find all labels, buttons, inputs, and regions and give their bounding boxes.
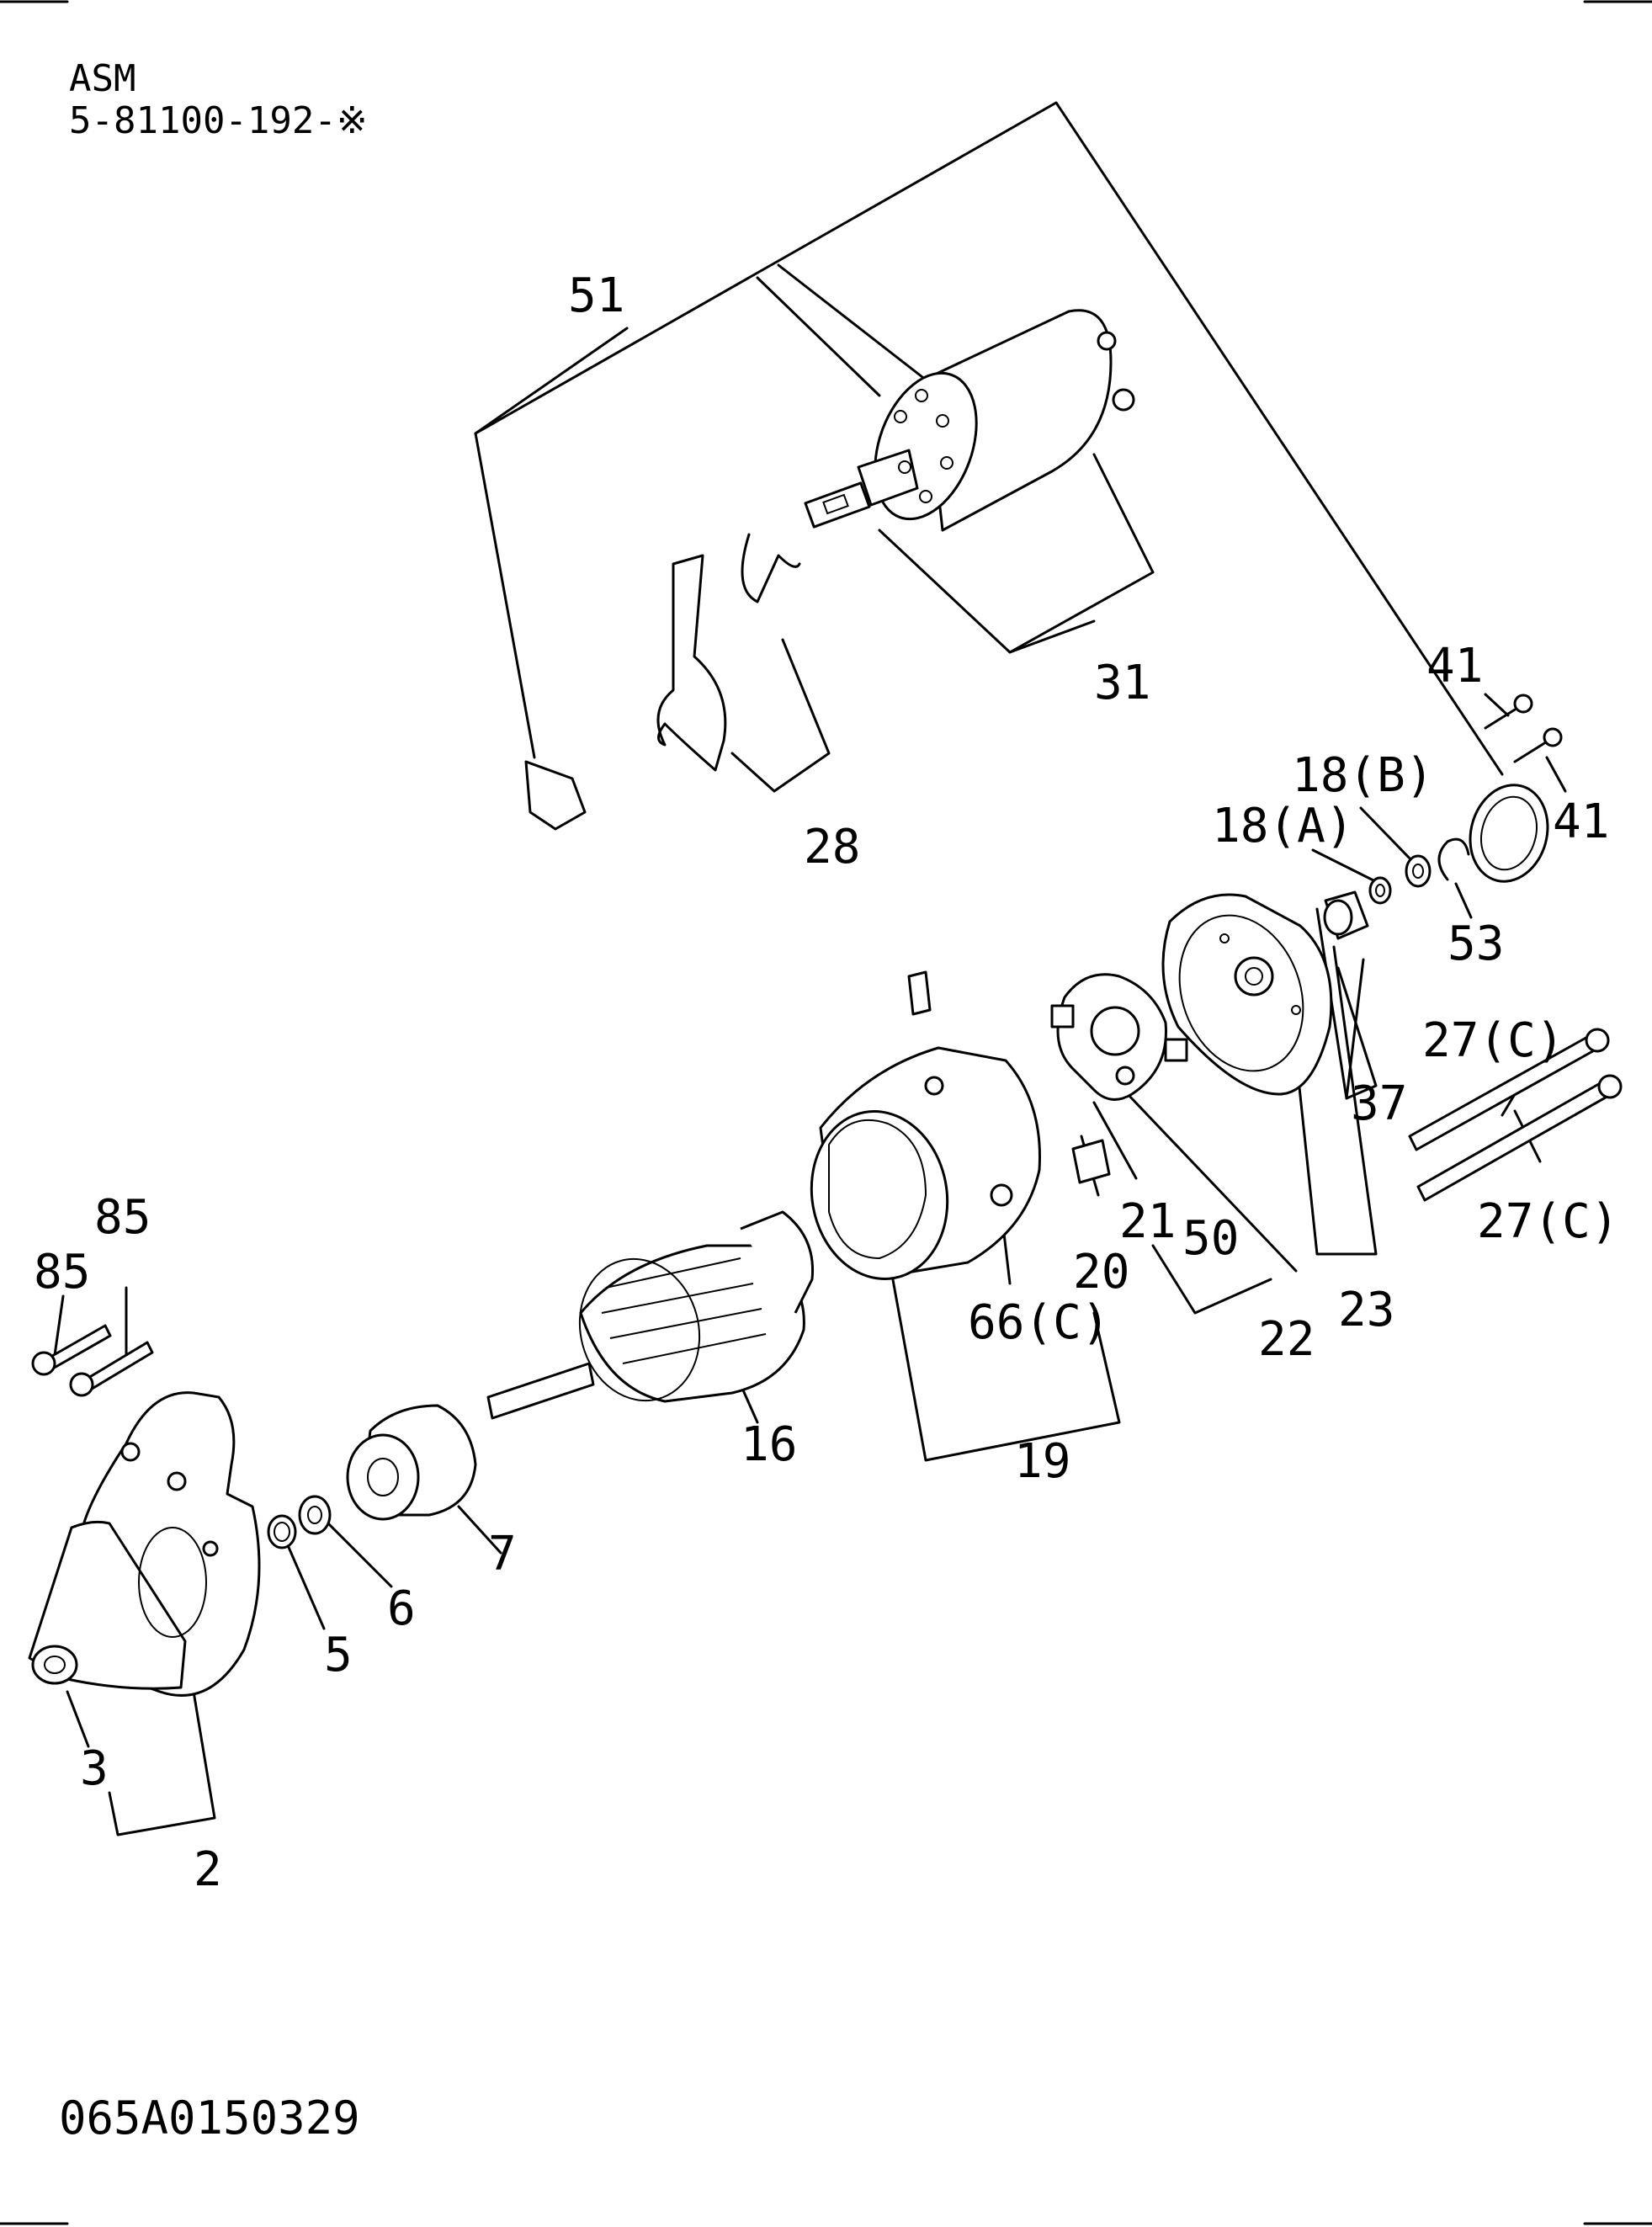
callout-6: 6 [387, 1581, 416, 1636]
callout-21: 21 [1119, 1194, 1176, 1249]
callout-3: 3 [80, 1741, 109, 1796]
callout-27-lower: 27(C) [1477, 1194, 1619, 1249]
callout-41-lower: 41 [1553, 795, 1609, 849]
assembly-label: ASM [69, 57, 135, 100]
callout-66c: 66(C) [968, 1295, 1110, 1350]
through-bolts-27 [1408, 1028, 1623, 1202]
callout-27-upper: 27(C) [1422, 1013, 1564, 1068]
drawing-code: 065A0150329 [59, 2091, 360, 2145]
callout-labels: 51 31 28 41 41 18(B) 18(A) 53 27(C) 27(C… [34, 268, 1619, 1897]
callout-18b: 18(B) [1292, 748, 1434, 803]
bushing-37 [1323, 890, 1369, 940]
callout-85-lower: 85 [34, 1245, 90, 1300]
bolts-85 [31, 1324, 154, 1397]
washers-5-6 [267, 1495, 332, 1549]
spring-lever [656, 533, 801, 772]
leader-lines [53, 101, 1567, 1836]
callout-37: 37 [1351, 1076, 1407, 1131]
brush-holder-22 [1050, 973, 1188, 1101]
callout-20: 20 [1073, 1245, 1129, 1300]
washers-18 [1368, 854, 1432, 905]
bolts-41 [1484, 694, 1563, 763]
callout-18a: 18(A) [1212, 799, 1354, 853]
armature-16 [486, 1210, 815, 1420]
solenoid-switch [804, 309, 1135, 532]
callout-41-upper: 41 [1426, 639, 1483, 694]
lever-block [524, 760, 587, 831]
assembly-number: 5-81100-192-※ [69, 99, 368, 142]
end-cap-53 [1437, 784, 1549, 883]
callout-2: 2 [194, 1842, 222, 1897]
callout-53: 53 [1447, 917, 1504, 971]
callout-50: 50 [1182, 1211, 1239, 1266]
callout-22: 22 [1258, 1312, 1315, 1367]
callout-85-upper: 85 [94, 1190, 151, 1245]
callout-23: 23 [1338, 1283, 1394, 1337]
callout-51: 51 [568, 268, 624, 323]
callout-31: 31 [1094, 656, 1150, 710]
field-frame-19 [810, 970, 1111, 1280]
callout-16: 16 [741, 1417, 797, 1472]
callout-5: 5 [324, 1628, 353, 1682]
callout-7: 7 [488, 1527, 517, 1581]
nose-housing-2 [28, 1391, 261, 1697]
pinion-clutch-7 [346, 1404, 477, 1521]
callout-19: 19 [1014, 1434, 1070, 1489]
rear-cover-23 [1161, 893, 1333, 1096]
callout-28: 28 [804, 820, 860, 874]
